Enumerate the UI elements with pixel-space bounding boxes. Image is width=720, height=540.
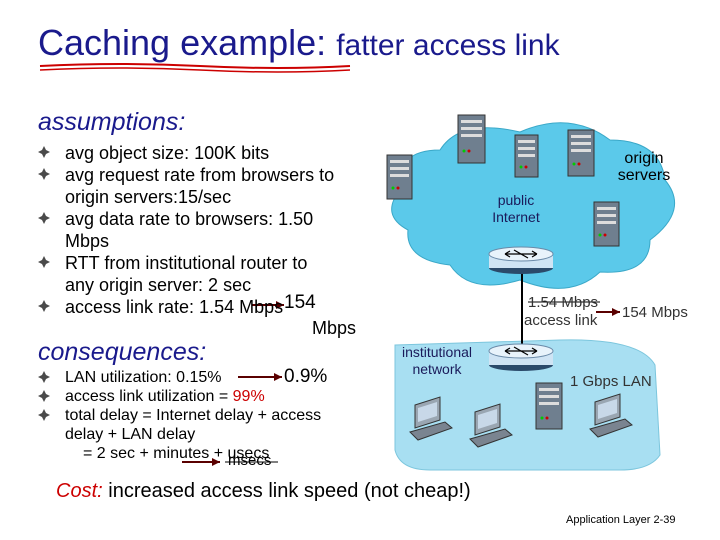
router-icon bbox=[489, 344, 553, 371]
server-icon bbox=[594, 202, 619, 246]
bullet-icon bbox=[38, 146, 50, 158]
assumptions-heading: assumptions: bbox=[38, 108, 185, 137]
list-item: LAN utilization: 0.15% bbox=[38, 368, 321, 387]
lan-utilization: LAN utilization: 0.15% bbox=[65, 369, 222, 386]
server-icon bbox=[387, 155, 412, 199]
cost-label: Cost: bbox=[56, 480, 103, 502]
access-link-utilization-label: access link utilization = bbox=[65, 388, 233, 405]
assumption-data-rate-line2: Mbps bbox=[65, 230, 334, 252]
access-link-new-unit: Mbps bbox=[312, 318, 356, 339]
origin-servers-label: origin servers bbox=[612, 150, 676, 184]
bullet-icon bbox=[38, 371, 50, 383]
server-icon bbox=[536, 383, 562, 429]
server-icon bbox=[515, 135, 538, 177]
lan-speed-label: 1 Gbps LAN bbox=[570, 373, 652, 390]
list-item: avg request rate from browsers to origin… bbox=[38, 164, 334, 208]
bullet-icon bbox=[38, 390, 50, 402]
title-underline bbox=[40, 64, 350, 68]
assumption-rtt-line1: RTT from institutional router to bbox=[65, 252, 334, 274]
institutional-network-label: institutional network bbox=[392, 344, 482, 378]
list-item: avg data rate to browsers: 1.50 Mbps bbox=[38, 208, 334, 252]
bullet-icon bbox=[38, 212, 50, 224]
list-item: RTT from institutional router to any ori… bbox=[38, 252, 334, 296]
assumption-access-link-rate: access link rate: 1.54 Mbps bbox=[65, 297, 283, 317]
server-icon bbox=[568, 130, 594, 176]
consequences-list: LAN utilization: 0.15% access link utili… bbox=[38, 368, 321, 463]
total-delay-line3: = 2 sec + minutes + usecs bbox=[65, 444, 321, 463]
footer-text: Application Layer bbox=[566, 514, 650, 526]
access-link-old-rate: 1.54 Mbps bbox=[528, 294, 598, 311]
total-delay-line1: total delay = Internet delay + access bbox=[65, 406, 321, 425]
list-item: access link utilization = 99% bbox=[38, 387, 321, 406]
access-link-new-rate: 154 bbox=[284, 292, 316, 314]
cost-line: Cost: increased access link speed (not c… bbox=[56, 480, 471, 503]
assumption-data-rate-line1: avg data rate to browsers: 1.50 bbox=[65, 208, 334, 230]
list-item: total delay = Internet delay + access de… bbox=[38, 406, 321, 463]
public-internet-label: public Internet bbox=[483, 192, 549, 226]
access-link-label: access link bbox=[524, 312, 597, 329]
list-item: avg object size: 100K bits bbox=[38, 142, 334, 164]
assumption-request-rate-line2: origin servers:15/sec bbox=[65, 186, 334, 208]
assumption-request-rate-line1: avg request rate from browsers to bbox=[65, 164, 334, 186]
bullet-icon bbox=[38, 168, 50, 180]
cost-text: increased access link speed (not cheap!) bbox=[108, 480, 470, 502]
access-link-utilization-value: 99% bbox=[233, 388, 265, 405]
assumption-object-size: avg object size: 100K bits bbox=[65, 143, 269, 163]
bullet-icon bbox=[38, 256, 50, 268]
bullet-icon bbox=[38, 409, 50, 421]
page-number: 2-39 bbox=[653, 514, 675, 526]
total-delay-new-unit: msecs bbox=[228, 452, 271, 469]
router-icon bbox=[489, 247, 553, 274]
footer: Application Layer 2-39 bbox=[566, 514, 675, 526]
total-delay-line2: delay + LAN delay bbox=[65, 425, 321, 444]
server-icon bbox=[458, 115, 485, 163]
lan-utilization-new: 0.9% bbox=[284, 366, 327, 388]
access-link-new-label: 154 Mbps bbox=[622, 304, 688, 321]
consequences-heading: consequences: bbox=[38, 338, 206, 367]
bullet-icon bbox=[38, 300, 50, 312]
